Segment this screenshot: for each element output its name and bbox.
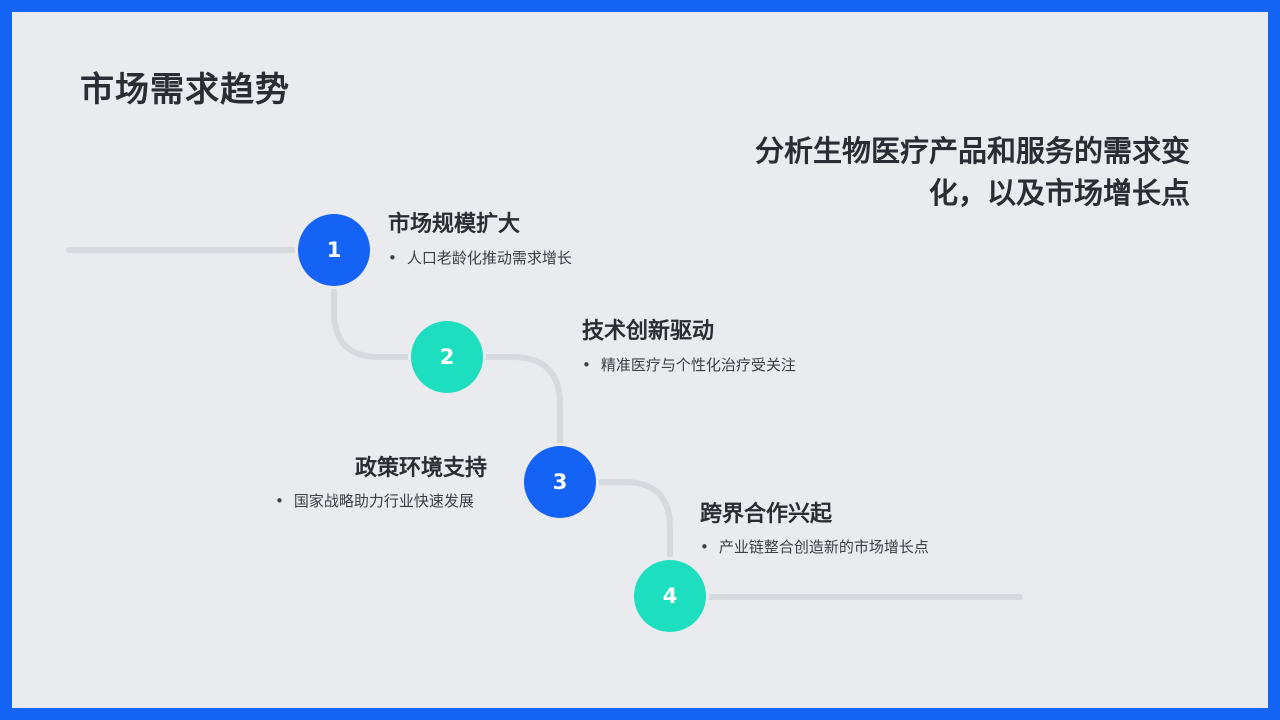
page-subtitle: 分析生物医疗产品和服务的需求变化，以及市场增长点 (754, 134, 1190, 210)
step-1-heading: 市场规模扩大 (388, 212, 521, 237)
step-2-point: •精准医疗与个性化治疗受关注 (582, 356, 796, 374)
step-4-point: •产业链整合创造新的市场增长点 (700, 538, 929, 556)
step-3-heading: 政策环境支持 (354, 456, 487, 481)
page-title: 市场需求趋势 (80, 70, 290, 110)
step-1-point: •人口老龄化推动需求增长 (388, 249, 572, 267)
step-1-circle: 1 (298, 214, 370, 286)
timeline-path (66, 247, 1023, 600)
step-3-point: •国家战略助力行业快速发展 (275, 492, 474, 510)
step-4-heading: 跨界合作兴起 (700, 502, 833, 527)
step-2-circle: 2 (411, 321, 483, 393)
slide: 市场需求趋势 分析生物医疗产品和服务的需求变化，以及市场增长点 1 市场规模扩大… (12, 12, 1268, 708)
step-4-circle: 4 (634, 560, 706, 632)
step-3-circle: 3 (524, 446, 596, 518)
step-2-heading: 技术创新驱动 (582, 319, 715, 344)
